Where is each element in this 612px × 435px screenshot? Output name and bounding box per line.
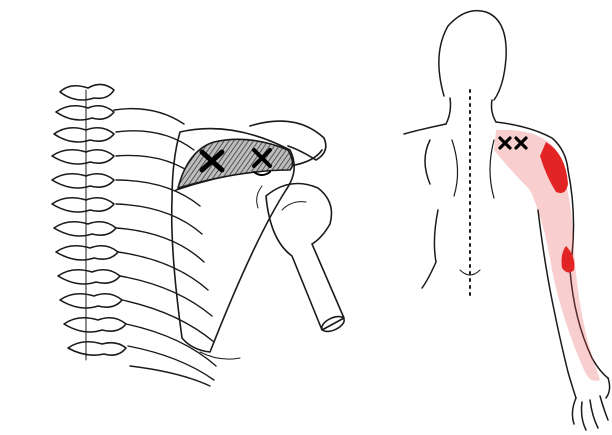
right-illustration [404,11,610,430]
referred-pain-zone [494,130,600,381]
supraspinatus-muscle [178,139,293,188]
left-illustration [52,84,346,386]
humerus [266,184,344,331]
torso-outline-left [404,124,446,134]
vertebral-column [52,84,126,360]
head-outline [439,11,506,100]
hand-outline [572,378,609,430]
